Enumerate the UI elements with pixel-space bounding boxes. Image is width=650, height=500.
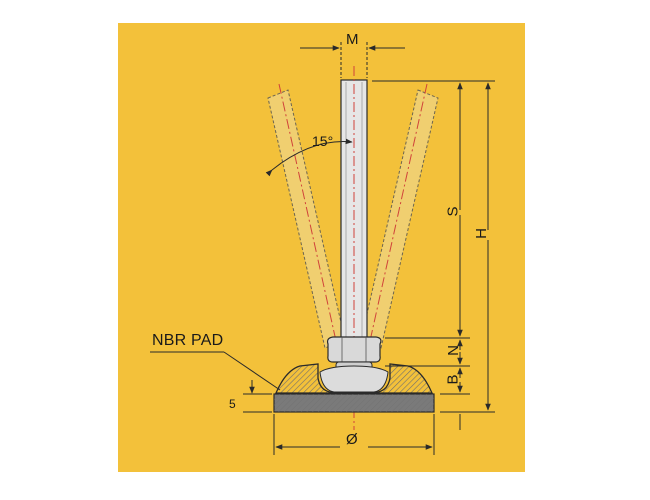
tilted-spindle-right [360,83,439,351]
base-dimension-label: B [444,374,462,385]
hex-nut [326,336,382,371]
dimension-lines [150,42,495,455]
threaded-spindle [340,66,368,430]
nbr-pad-label: NBR PAD [152,332,224,349]
stroke-dimension-label: S [444,206,462,217]
diameter-label: Ø [346,431,358,448]
tilted-spindle-left [267,83,346,351]
height-dimension-label: H [472,228,490,239]
thread-dimension-label: M [346,31,359,48]
nbr-pad [273,393,435,413]
pad-thickness-label: 5 [229,397,236,411]
tilt-angle-label: 15° [312,133,334,149]
base-foot [275,363,433,394]
nut-dimension-label: N [444,345,462,356]
